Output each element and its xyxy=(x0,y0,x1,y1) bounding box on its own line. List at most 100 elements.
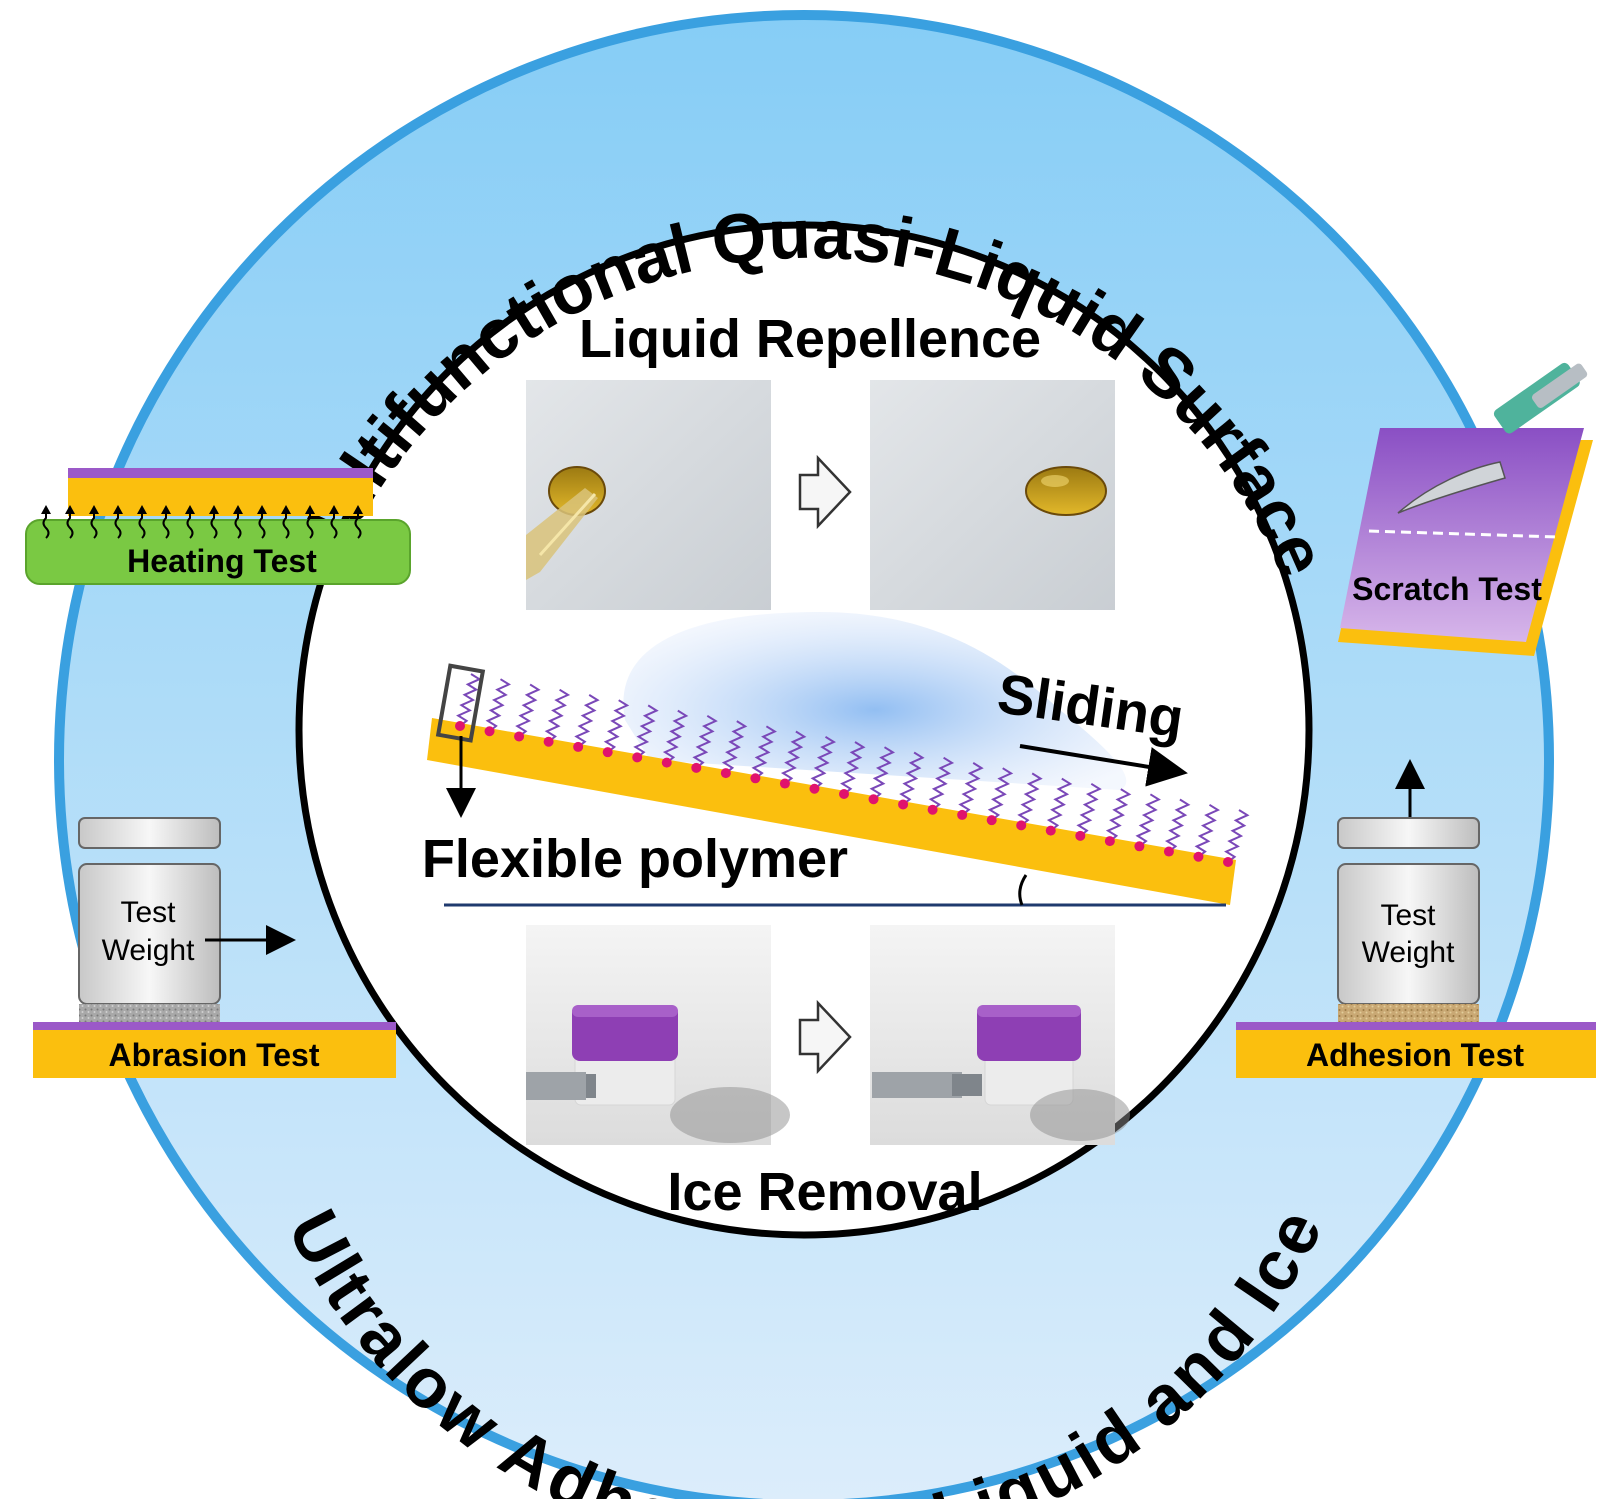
tilt-angle-mark xyxy=(1018,874,1028,906)
polymer-anchor-dot xyxy=(602,747,613,758)
polymer-chains xyxy=(455,673,1250,867)
heating-test: Heating Test xyxy=(25,468,411,585)
ice-removal-label: Ice Removal xyxy=(667,1162,982,1222)
polymer-anchor-dot xyxy=(632,752,643,763)
heat-wave xyxy=(282,513,290,539)
heat-wave xyxy=(66,513,74,539)
polymer-chain xyxy=(456,673,482,727)
water-droplet xyxy=(623,612,1127,790)
heat-arrowhead xyxy=(65,505,75,514)
polymer-chain xyxy=(1164,798,1191,853)
polymer-chain xyxy=(721,720,748,774)
heat-wave xyxy=(114,513,122,539)
polymer-chain xyxy=(485,678,512,733)
polymer-anchor-dot xyxy=(898,799,909,810)
polymer-chain xyxy=(1046,777,1073,832)
heat-arrowhead xyxy=(281,505,291,514)
polymer-anchor-dot xyxy=(750,773,761,784)
sliding-arrow xyxy=(1019,744,1188,787)
polymer-chain xyxy=(544,688,571,743)
polymer-chain xyxy=(1076,782,1102,837)
abrasion-weight-line2: Weight xyxy=(102,934,195,967)
abrasion-test: Test Weight Abrasion Test xyxy=(33,817,396,1078)
polymer-chain xyxy=(958,762,984,816)
heat-wave xyxy=(210,513,218,539)
heat-arrows-icon xyxy=(41,505,363,539)
heat-wave xyxy=(306,513,314,539)
heat-arrowhead xyxy=(329,505,339,514)
polymer-anchor-dot xyxy=(1193,851,1204,862)
abrasion-test-label: Abrasion Test xyxy=(109,1037,320,1073)
polymer-anchor-dot xyxy=(868,794,879,805)
polymer-anchor-dot xyxy=(514,731,525,742)
liquid-repellence-label: Liquid Repellence xyxy=(579,309,1041,369)
polymer-highlight-box xyxy=(435,663,486,743)
polymer-anchor-dot xyxy=(1134,841,1145,852)
polymer-anchor-dot xyxy=(957,809,968,820)
adhesion-test: Test Weight Adhesion Test xyxy=(1236,759,1596,1078)
polymer-anchor-dot xyxy=(720,768,731,779)
heating-test-label: Heating Test xyxy=(127,543,317,579)
heat-arrowhead xyxy=(137,505,147,514)
heat-wave xyxy=(162,513,170,539)
scratch-test-label: Scratch Test xyxy=(1352,571,1542,607)
adhesion-test-label: Adhesion Test xyxy=(1306,1037,1524,1073)
heat-arrowhead xyxy=(185,505,195,514)
polymer-chain xyxy=(1017,772,1043,827)
polymer-chain xyxy=(869,746,896,801)
polymer-anchor-dot xyxy=(1045,825,1056,836)
scratch-test: Scratch Test xyxy=(1338,362,1593,656)
polymer-anchor-dot xyxy=(661,757,672,768)
polymer-chain xyxy=(840,741,866,795)
flexible-polymer-label: Flexible polymer xyxy=(422,829,848,889)
polymer-chain xyxy=(780,730,807,785)
heat-wave xyxy=(138,513,146,539)
polymer-chain xyxy=(574,694,600,748)
polymer-anchor-dot xyxy=(986,815,997,826)
abrasion-weight-line1: Test xyxy=(120,896,176,929)
polymer-chain xyxy=(692,714,718,769)
heat-arrowhead xyxy=(233,505,243,514)
adhesion-weight-line1: Test xyxy=(1380,899,1436,932)
polymer-chain xyxy=(633,704,659,759)
heat-arrowhead xyxy=(209,505,219,514)
polymer-anchor-dot xyxy=(573,741,584,752)
heat-arrowhead xyxy=(305,505,315,514)
ice-photo-after xyxy=(870,925,1130,1145)
polymer-chain xyxy=(810,735,837,790)
polymer-anchor-dot xyxy=(455,721,465,731)
polymer-chain xyxy=(928,756,955,811)
polymer-anchor-dot xyxy=(927,804,938,815)
polymer-anchor-dot xyxy=(543,736,554,747)
polymer-anchor-dot xyxy=(839,789,849,799)
polymer-chain xyxy=(751,725,777,780)
polymer-anchor-dot xyxy=(1075,830,1086,841)
hollow-arrow-icon xyxy=(798,999,852,1075)
scalpel-icon xyxy=(1397,362,1588,514)
polymer-chain xyxy=(662,709,689,764)
liquid-photo-after xyxy=(870,380,1115,610)
heat-wave xyxy=(330,513,338,539)
heat-arrowhead xyxy=(89,505,99,514)
polymer-anchor-dot xyxy=(691,762,702,773)
heat-wave xyxy=(42,513,50,539)
polymer-anchor-dot xyxy=(809,783,820,794)
polymer-chain xyxy=(1135,793,1161,848)
polymer-anchor-dot xyxy=(1163,846,1174,857)
ice-photo-before xyxy=(526,925,790,1145)
polymer-chain xyxy=(987,767,1014,821)
tilted-substrate xyxy=(427,718,1236,905)
adhesion-weight-line2: Weight xyxy=(1362,936,1455,969)
polymer-chain xyxy=(1224,809,1250,863)
hollow-arrow-icon xyxy=(798,454,852,530)
polymer-anchor-dot xyxy=(1016,820,1027,831)
heat-wave xyxy=(234,513,242,539)
polymer-chain xyxy=(515,683,541,738)
heat-arrowhead xyxy=(161,505,171,514)
polymer-anchor-dot xyxy=(1104,836,1115,847)
heat-arrowhead xyxy=(41,505,51,514)
polymer-anchor-dot xyxy=(779,778,790,789)
polymer-chain xyxy=(603,699,630,753)
polymer-chain xyxy=(899,751,925,806)
